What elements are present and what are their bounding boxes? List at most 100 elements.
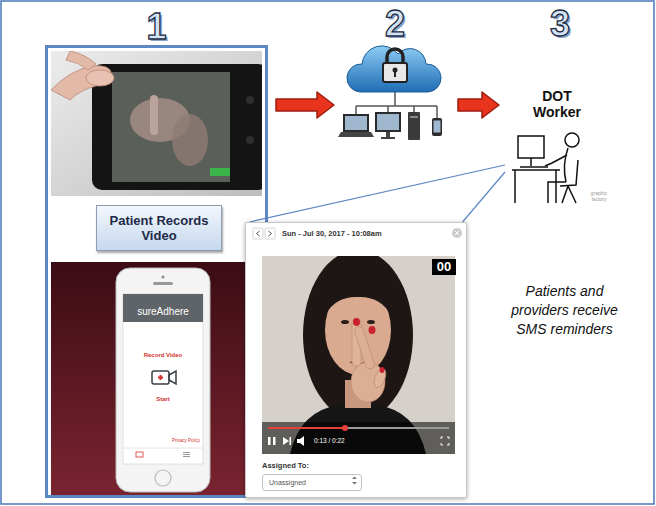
phone-photo	[210, 168, 230, 176]
phone-photo	[66, 51, 96, 70]
video-frame	[303, 256, 413, 420]
network-devices	[356, 105, 437, 107]
app-photo	[51, 262, 262, 496]
app-photo	[160, 375, 162, 380]
network-devices	[345, 116, 367, 130]
phone-photo	[246, 96, 254, 104]
button-text: Record Video	[124, 352, 202, 359]
link-text: Privacy Policy	[166, 438, 200, 444]
video-frame	[441, 437, 449, 445]
text-slot: 2	[340, 4, 450, 44]
network-devices	[338, 92, 442, 140]
worker-figure	[518, 136, 544, 158]
dropdown: Unassigned	[262, 474, 362, 491]
step-panel: 1Patient Records Video	[45, 45, 268, 498]
phone-photo	[92, 64, 262, 190]
player-header	[269, 231, 272, 236]
cloud-node: 2	[340, 45, 450, 160]
dropdown-text: Unassigned	[269, 478, 349, 487]
network-devices	[355, 106, 357, 114]
app-photo	[123, 448, 203, 449]
network-devices	[386, 132, 390, 137]
worker-figure	[555, 170, 557, 203]
worker-figure	[520, 166, 548, 168]
app-photo	[136, 452, 143, 457]
dropdown-caret	[352, 477, 357, 480]
watermark: graphic factory	[586, 190, 612, 202]
time-text: 0:13 / 0:22	[314, 437, 384, 445]
video-frame	[342, 425, 348, 431]
player-header	[455, 231, 459, 235]
box-text: Patient Records Video	[105, 213, 213, 243]
text-slot: 3	[505, 4, 615, 44]
worker-figure	[530, 158, 532, 166]
text-slot: 1	[45, 7, 268, 47]
app-photo	[152, 371, 169, 384]
text-slot: Record Video	[124, 352, 202, 359]
video-frame	[372, 367, 388, 389]
video-frame	[367, 320, 375, 324]
text-slot: Unassigned	[269, 478, 349, 487]
worker-node: 3DOT Worker	[505, 4, 615, 205]
network-devices	[413, 106, 415, 112]
app-photo	[116, 268, 210, 492]
player-header	[257, 231, 260, 236]
app-photo	[153, 282, 173, 285]
text-slot: Privacy Policy	[166, 438, 200, 444]
role-label: DOT Worker	[527, 88, 587, 120]
app-photo	[162, 276, 165, 279]
player-header	[452, 228, 462, 238]
player-header	[265, 228, 275, 239]
worker-figure	[565, 133, 579, 147]
network-devices	[394, 92, 396, 106]
worker-figure	[568, 186, 576, 203]
network-devices	[377, 114, 399, 130]
cloud-icon	[387, 49, 403, 64]
app-photo	[183, 454, 190, 455]
field-label: Assigned To:	[262, 461, 372, 470]
video-frame	[268, 427, 449, 429]
video-frame	[369, 326, 376, 334]
app-photo	[183, 456, 190, 457]
worker-figure	[512, 133, 579, 203]
app-title: sureAdhere	[124, 306, 202, 318]
video-player: Sun - Jul 30, 2017 - 10:08am 00 0:13 / 0:2…	[245, 222, 467, 498]
app-photo	[123, 294, 203, 464]
video-frame	[345, 380, 371, 408]
flow-arrow	[458, 92, 499, 118]
text-slot: Patient Records Video	[105, 213, 213, 243]
network-devices	[381, 137, 395, 139]
text-slot: DOT Worker	[527, 88, 587, 120]
dropdown-caret	[352, 482, 357, 485]
dropdown-caret	[352, 477, 357, 485]
text-slot: Sun - Jul 30, 2017 - 10:08am	[282, 229, 432, 238]
video-frame	[341, 320, 349, 324]
step-number: 2	[340, 4, 450, 44]
cloud-icon	[347, 46, 441, 92]
network-devices	[410, 116, 418, 118]
worker-figure	[560, 160, 578, 186]
video-frame	[325, 285, 391, 375]
text-slot: 00	[432, 259, 456, 275]
timer-badge: 00	[432, 259, 456, 275]
worker-figure	[512, 169, 560, 171]
network-devices	[338, 132, 374, 137]
app-photo	[183, 452, 190, 453]
flow-arrow	[276, 92, 334, 118]
video-frame	[262, 256, 455, 454]
video-frame	[268, 427, 345, 429]
phone-photo	[112, 72, 230, 182]
worker-figure	[545, 155, 567, 166]
phone-photo	[172, 114, 208, 166]
video-frame	[283, 437, 289, 445]
phone-photo	[246, 136, 254, 144]
worker-figure	[562, 186, 568, 203]
video-frame	[262, 422, 455, 454]
app-photo	[155, 470, 171, 486]
step-number: 3	[505, 4, 615, 44]
player-header	[253, 228, 462, 239]
